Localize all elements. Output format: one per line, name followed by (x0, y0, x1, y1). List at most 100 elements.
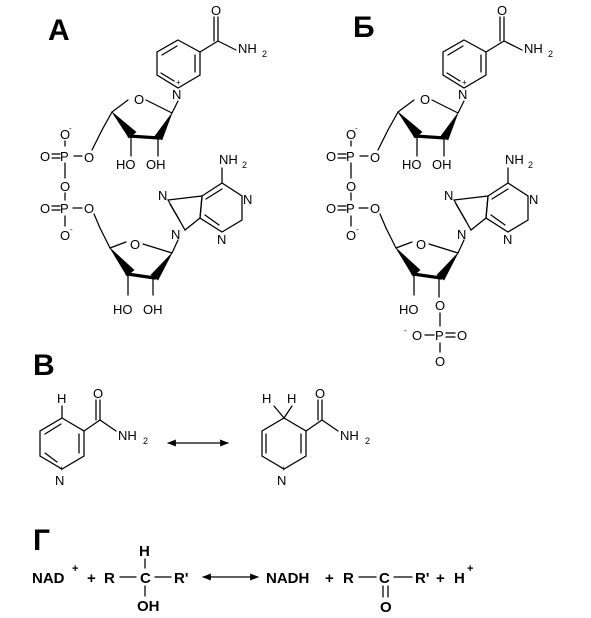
c4-hydrogen-1: H (262, 391, 271, 406)
amide-oxygen-c1: O (93, 386, 103, 401)
svg-text:O: O (40, 201, 50, 216)
adenine-amine-a: NH (219, 152, 238, 167)
svg-text:N: N (503, 232, 512, 247)
ribose-hydroxyl-b1: HO (402, 157, 422, 172)
carbonyl-r-prime-group: R' (415, 570, 429, 587)
ribose-oxygen-a1: O (134, 92, 144, 107)
svg-text:+: + (436, 570, 445, 587)
svg-text:-: - (69, 124, 72, 133)
carbonyl-carbon: C (379, 570, 390, 587)
bridge-oxygen-b: O (346, 179, 356, 194)
amide-nitrogen-a: NH (238, 41, 257, 56)
ribose-oxygen-b1: O (420, 92, 430, 107)
ribose-oxygen-a2: O (130, 237, 140, 252)
svg-text:+: + (59, 464, 64, 473)
oxidized-nicotinamide-ring (39, 417, 85, 470)
nad-structure-a: А O NH 2 N + O HO OH O P O (40, 3, 267, 317)
svg-text:O: O (326, 149, 336, 164)
adenine-imidazole-b (452, 195, 489, 231)
ribose-hydroxyl-a3: HO (113, 302, 133, 317)
svg-text:O: O (60, 228, 70, 243)
amide-oxygen-c2: O (315, 386, 325, 401)
svg-text:O: O (346, 228, 356, 243)
svg-text:+: + (87, 570, 96, 587)
dihydropyridine-nitrogen: N (277, 473, 286, 488)
ester-oxygen-b1: O (370, 150, 380, 165)
panel-label-b: Б (353, 11, 375, 44)
alcohol-hydrogen: H (139, 543, 150, 560)
oxidation-reaction: Г NAD + + R C H OH R' NADH + R C O R' + … (32, 524, 473, 616)
c4-hydrogen-2: H (287, 391, 296, 406)
alcohol-carbon: C (140, 570, 151, 587)
svg-text:+: + (325, 570, 334, 587)
bridge-oxygen-a: O (60, 179, 70, 194)
svg-text:-: - (404, 326, 407, 335)
svg-text:+: + (176, 78, 181, 87)
pyridinium-nitrogen-c: N (55, 473, 64, 488)
amide-nitrogen-c1: NH (118, 428, 137, 443)
ester-oxygen-b2: O (370, 201, 380, 216)
svg-text:N: N (444, 188, 453, 203)
adenine-amine-b: NH (505, 152, 524, 167)
adenine-imidazole-a (166, 195, 203, 231)
svg-text:O: O (412, 328, 422, 343)
alcohol-hydroxyl: OH (137, 598, 160, 615)
svg-text:N: N (158, 188, 167, 203)
svg-text:2: 2 (143, 436, 148, 446)
c4-hydrogen: H (57, 391, 66, 406)
ester-oxygen-a2: O (84, 201, 94, 216)
alcohol-r-prime-group: R' (174, 570, 188, 587)
svg-text:+: + (467, 563, 473, 575)
panel-label-c: В (33, 349, 55, 382)
proton-label: H (454, 570, 465, 587)
svg-text:O: O (326, 201, 336, 216)
svg-text:O: O (457, 328, 467, 343)
ribose-hydroxyl-a1: HO (116, 157, 136, 172)
amide-oxygen-a: O (211, 3, 221, 18)
svg-text:O: O (346, 127, 356, 142)
ribose-oxygen-b2: O (416, 237, 426, 252)
phosphorus-a1: P (60, 149, 69, 164)
nad-label: NAD (32, 570, 65, 587)
svg-text:2: 2 (365, 436, 370, 446)
ester-oxygen-a1: O (84, 150, 94, 165)
amide-oxygen-b: O (497, 3, 507, 18)
pyridinium-nitrogen-b: N (458, 87, 467, 102)
svg-text:N: N (217, 232, 226, 247)
ribose-hydroxyl-a2: OH (146, 157, 166, 172)
svg-text:2: 2 (528, 160, 533, 170)
phosphate-ester-oxygen-b: O (435, 298, 445, 313)
phosphorus-a2: P (60, 201, 69, 216)
ribose-hydroxyl-b2: OH (432, 157, 452, 172)
svg-text:+: + (72, 563, 78, 575)
nadp-structure-b: Б O NH 2 N + O HO OH O P O O - (326, 3, 553, 369)
adenine-n9-b: N (457, 227, 466, 242)
panel-label-a: А (48, 14, 70, 47)
reduced-nicotinamide-ring (261, 417, 307, 470)
amide-nitrogen-b: NH (524, 41, 543, 56)
alcohol-r-group: R (104, 570, 115, 587)
ribose-hydroxyl-a4: OH (143, 302, 163, 317)
carbonyl-r-group: R (343, 570, 354, 587)
svg-text:2: 2 (262, 49, 267, 59)
svg-text:-: - (70, 225, 73, 234)
svg-text:-: - (356, 225, 359, 234)
ribose-hydroxyl-b3: HO (399, 302, 419, 317)
svg-text:+: + (462, 78, 467, 87)
svg-text:N: N (529, 192, 538, 207)
phosphorus-b1: P (346, 149, 355, 164)
panel-label-d: Г (33, 524, 50, 557)
svg-text:2: 2 (242, 160, 247, 170)
nadh-label: NADH (266, 570, 309, 587)
phosphorus-b3: P (435, 328, 444, 343)
adenine-n9-a: N (171, 227, 180, 242)
svg-text:O: O (60, 127, 70, 142)
pyridinium-nitrogen-a: N (172, 87, 181, 102)
svg-text:O: O (40, 149, 50, 164)
svg-text:+: + (281, 464, 286, 473)
svg-text:2: 2 (548, 49, 553, 59)
svg-text:O: O (435, 354, 445, 369)
svg-text:-: - (355, 124, 358, 133)
carbonyl-oxygen: O (380, 599, 392, 616)
